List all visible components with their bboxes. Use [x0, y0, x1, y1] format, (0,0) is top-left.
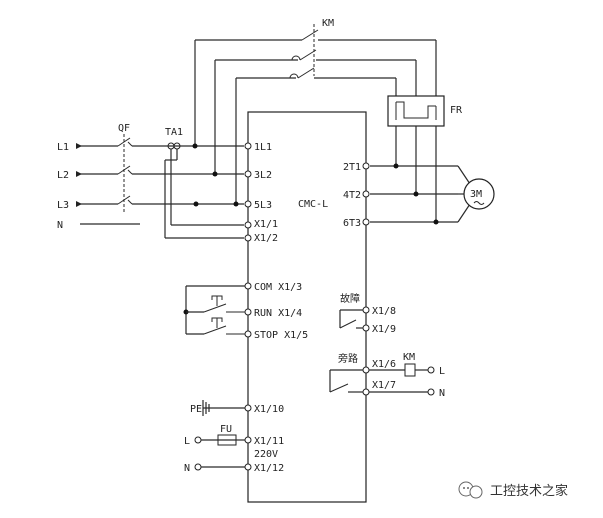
- motor-3m: [463, 178, 495, 210]
- terminal-x1-2: X1/2: [254, 233, 278, 244]
- x1-11-label: X1/11: [254, 436, 284, 447]
- motor-label: 3M: [470, 189, 482, 200]
- terminal-2t1: 2T1: [343, 162, 361, 173]
- fu-label: FU: [220, 424, 232, 435]
- terminal-1l1: 1L1: [254, 142, 272, 153]
- qf-breaker: [117, 134, 133, 212]
- x1-12-label: X1/12: [254, 463, 284, 474]
- bypass-label: 旁路: [338, 352, 358, 365]
- fault-label: 故障: [340, 292, 360, 305]
- stop-label: STOP X1/5: [254, 330, 308, 341]
- fr-thermal-relay: [387, 95, 445, 127]
- ta1-transformer: [164, 142, 244, 239]
- l3-label: L3: [57, 200, 69, 211]
- fault-relay: [339, 306, 370, 332]
- power-input-lines: [76, 143, 140, 225]
- n-out-label: N: [439, 388, 445, 399]
- terminal-6t3: 6T3: [343, 218, 361, 229]
- l-in-label: L: [184, 436, 190, 447]
- run-label: RUN X1/4: [254, 308, 302, 319]
- n-in-label: N: [184, 463, 190, 474]
- bypass-relay: [329, 363, 435, 396]
- supply-220v: [194, 434, 252, 471]
- x1-6-label: X1/6: [372, 359, 396, 370]
- pe-label: PE: [190, 404, 202, 415]
- ta1-label: TA1: [165, 127, 183, 138]
- terminal-x1-1: X1/1: [254, 219, 278, 230]
- watermark-text: 工控技术之家: [490, 483, 568, 499]
- l-out-label: L: [439, 366, 445, 377]
- run-stop-circuit: [183, 282, 252, 338]
- qf-label: QF: [118, 123, 130, 134]
- l2-label: L2: [57, 170, 69, 181]
- terminal-4t2: 4T2: [343, 190, 361, 201]
- bypass-km-wiring: [194, 24, 437, 204]
- l1-label: L1: [57, 142, 69, 153]
- terminal-5l3: 5L3: [254, 200, 272, 211]
- x1-9-label: X1/9: [372, 324, 396, 335]
- x1-7-label: X1/7: [372, 380, 396, 391]
- km-small-label: KM: [403, 352, 415, 363]
- x1-10-label: X1/10: [254, 404, 284, 415]
- controller-label: CMC-L: [298, 199, 328, 210]
- controller-box: [247, 111, 367, 503]
- pe-ground: [202, 400, 252, 416]
- km-top-label: KM: [322, 18, 334, 29]
- v220-label: 220V: [254, 449, 278, 460]
- com-label: COM X1/3: [254, 282, 302, 293]
- watermark: [458, 481, 483, 499]
- terminal-3l2: 3L2: [254, 170, 272, 181]
- fr-label: FR: [450, 105, 463, 116]
- x1-8-label: X1/8: [372, 306, 396, 317]
- n-label: N: [57, 220, 63, 231]
